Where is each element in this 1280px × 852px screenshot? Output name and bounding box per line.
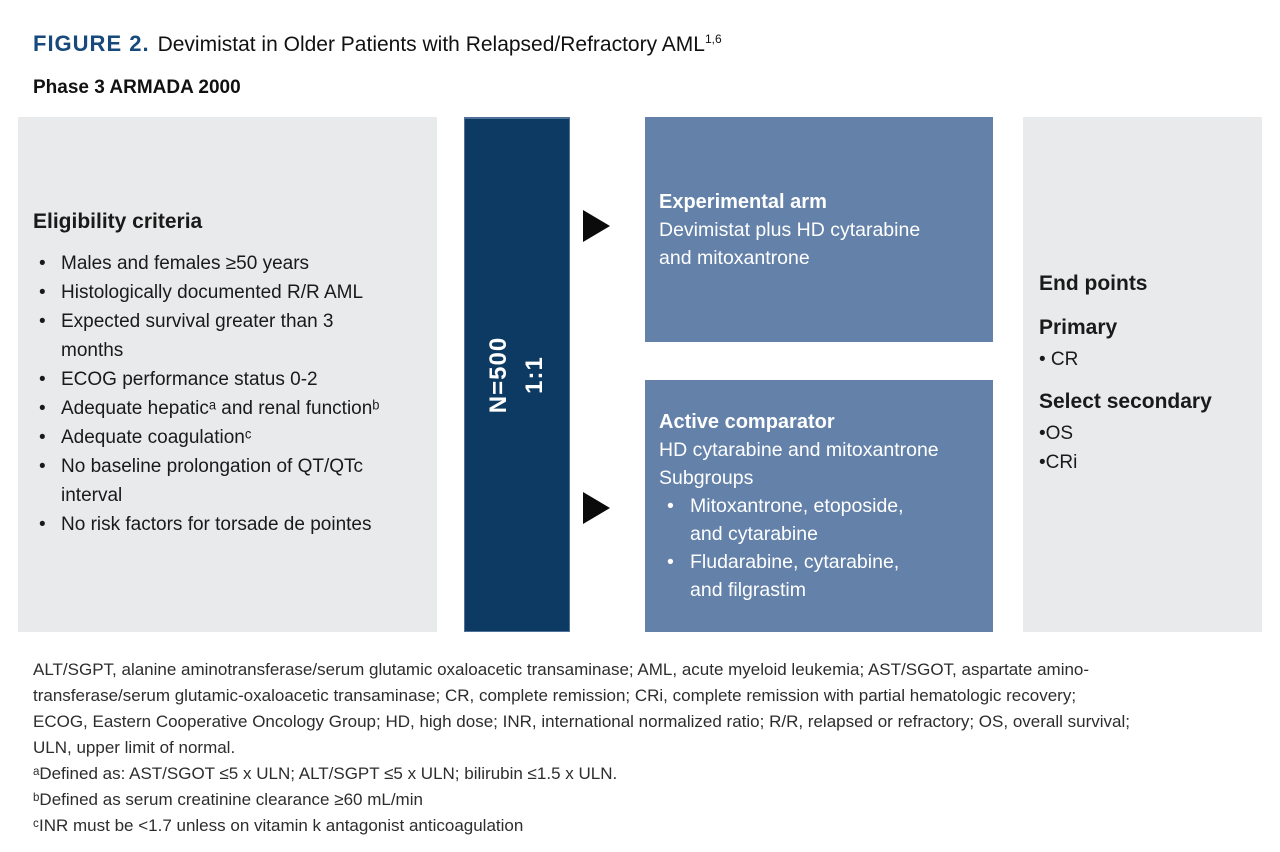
eligibility-item: Histologically documented R/R AML: [33, 278, 427, 307]
eligibility-item: Adequate coagulationᶜ: [33, 423, 427, 452]
arrow-right-icon: [583, 492, 610, 524]
abbreviation-line: ULN, upper limit of normal.: [33, 738, 236, 757]
randomization-ratio-label: 1:1: [520, 356, 548, 394]
active-comparator-box: Active comparator HD cytarabine and mito…: [645, 380, 993, 632]
experimental-arm-box: Experimental arm Devimistat plus HD cyta…: [645, 117, 993, 342]
active-comparator-line: HD cytarabine and mitoxantrone: [659, 439, 939, 461]
eligibility-item: Expected survival greater than 3 months: [33, 307, 427, 365]
figure-label: FIGURE 2.: [33, 31, 150, 56]
figure-title-text: Devimistat in Older Patients with Relaps…: [157, 33, 705, 56]
active-comparator-subgroups-label: Subgroups: [659, 467, 754, 489]
eligibility-item: Males and females ≥50 years: [33, 249, 427, 278]
experimental-arm-heading: Experimental arm: [659, 190, 827, 213]
eligibility-item: No risk factors for torsade de pointes: [33, 510, 427, 539]
arrow-right-icon: [583, 210, 610, 242]
endpoints-box: End points Primary • CR Select secondary…: [1023, 117, 1262, 632]
abbreviation-line: transferase/serum glutamic-oxaloacetic t…: [33, 686, 1077, 705]
randomization-n-label: N=500: [484, 336, 512, 414]
figure-title-superscript: 1,6: [704, 32, 722, 46]
figure-title: Devimistat in Older Patients with Relaps…: [157, 32, 722, 56]
footnotes: ALT/SGPT, alanine aminotransferase/serum…: [33, 657, 1253, 839]
endpoint-item-os: •OS: [1039, 423, 1074, 444]
randomization-bar-text: N=500 1:1: [481, 337, 553, 413]
endpoint-item-cri: •CRi: [1039, 452, 1078, 473]
endpoint-item-cr: • CR: [1039, 349, 1079, 370]
subgroup-item: Mitoxantrone, etoposide, and cytarabine: [659, 492, 981, 548]
footnote-line-a: ᵃDefined as: AST/SGOT ≤5 x ULN; ALT/SGPT…: [33, 764, 618, 783]
subgroup-item: Fludarabine, cytarabine, and filgrastim: [659, 548, 981, 604]
experimental-arm-description: Devimistat plus HD cytarabine and mitoxa…: [659, 218, 921, 269]
abbreviation-line: ALT/SGPT, alanine aminotransferase/serum…: [33, 660, 1090, 679]
eligibility-item: ECOG performance status 0-2: [33, 365, 427, 394]
active-comparator-heading: Active comparator: [659, 411, 835, 433]
endpoints-heading: End points: [1039, 272, 1148, 295]
eligibility-item: Adequate hepaticᵃ and renal functionᵇ: [33, 394, 427, 423]
figure-header: FIGURE 2. Devimistat in Older Patients wi…: [33, 26, 722, 99]
eligibility-list: Males and females ≥50 years Histological…: [33, 249, 427, 539]
eligibility-item: No baseline prolongation of QT/QTc inter…: [33, 452, 427, 510]
eligibility-heading: Eligibility criteria: [33, 210, 203, 233]
endpoints-primary-heading: Primary: [1039, 316, 1118, 339]
footnote-line-b: ᵇDefined as serum creatinine clearance ≥…: [33, 790, 423, 809]
footnote-line-c: ᶜINR must be <1.7 unless on vitamin k an…: [33, 816, 524, 835]
figure-title-row: FIGURE 2. Devimistat in Older Patients wi…: [33, 26, 722, 58]
abbreviation-line: ECOG, Eastern Cooperative Oncology Group…: [33, 712, 1130, 731]
figure-subtitle: Phase 3 ARMADA 2000: [33, 77, 241, 98]
randomization-bar: N=500 1:1: [464, 117, 570, 632]
endpoints-secondary-heading: Select secondary: [1039, 390, 1212, 413]
eligibility-criteria-box: Eligibility criteria Males and females ≥…: [18, 117, 437, 632]
